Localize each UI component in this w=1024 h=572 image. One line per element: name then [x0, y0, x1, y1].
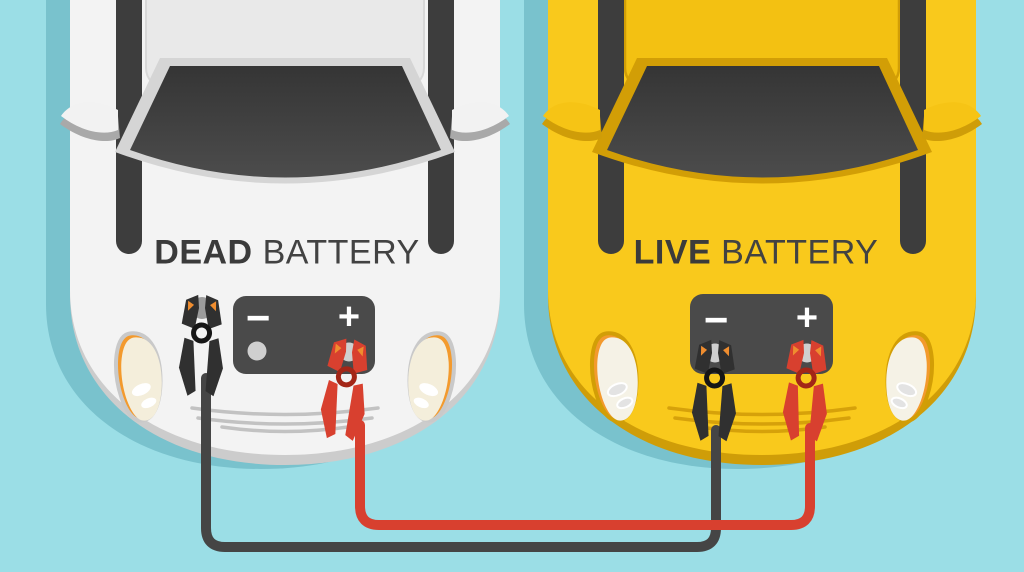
live-car-windshield-glass [607, 66, 918, 178]
dead-car-mirror-right [452, 102, 509, 133]
live-car-mirror-left [543, 102, 600, 133]
live-car-headlight-right [882, 333, 933, 423]
negative-jumper-cable [201, 373, 721, 552]
dead-car-headlight-right [404, 333, 455, 423]
dead-battery-negative-terminal [247, 341, 267, 361]
dead-battery-label-emphasis: DEAD [154, 233, 253, 272]
dead-battery-label-rest: BATTERY [262, 233, 420, 272]
dead-battery-positive-sign: + [337, 296, 361, 338]
live-battery-label: LIVE BATTERY [634, 234, 879, 273]
dead-car-mirror-left [61, 102, 118, 133]
dead-battery-label: DEAD BATTERY [154, 234, 419, 273]
dead-car-windshield-glass [130, 66, 441, 178]
live-car [542, 0, 982, 465]
live-car-headlight-left [591, 333, 642, 423]
live-battery-label-emphasis: LIVE [633, 233, 712, 272]
positive-jumper-cable [355, 420, 815, 530]
dead-battery-negative-sign: − [245, 294, 271, 341]
live-battery-label-rest: BATTERY [721, 233, 879, 272]
dead-car [60, 0, 510, 465]
live-battery-positive-sign: + [795, 297, 819, 339]
dead-car-headlight-left [115, 333, 166, 423]
live-car-mirror-right [924, 102, 981, 133]
live-battery-negative-sign: − [703, 296, 729, 343]
